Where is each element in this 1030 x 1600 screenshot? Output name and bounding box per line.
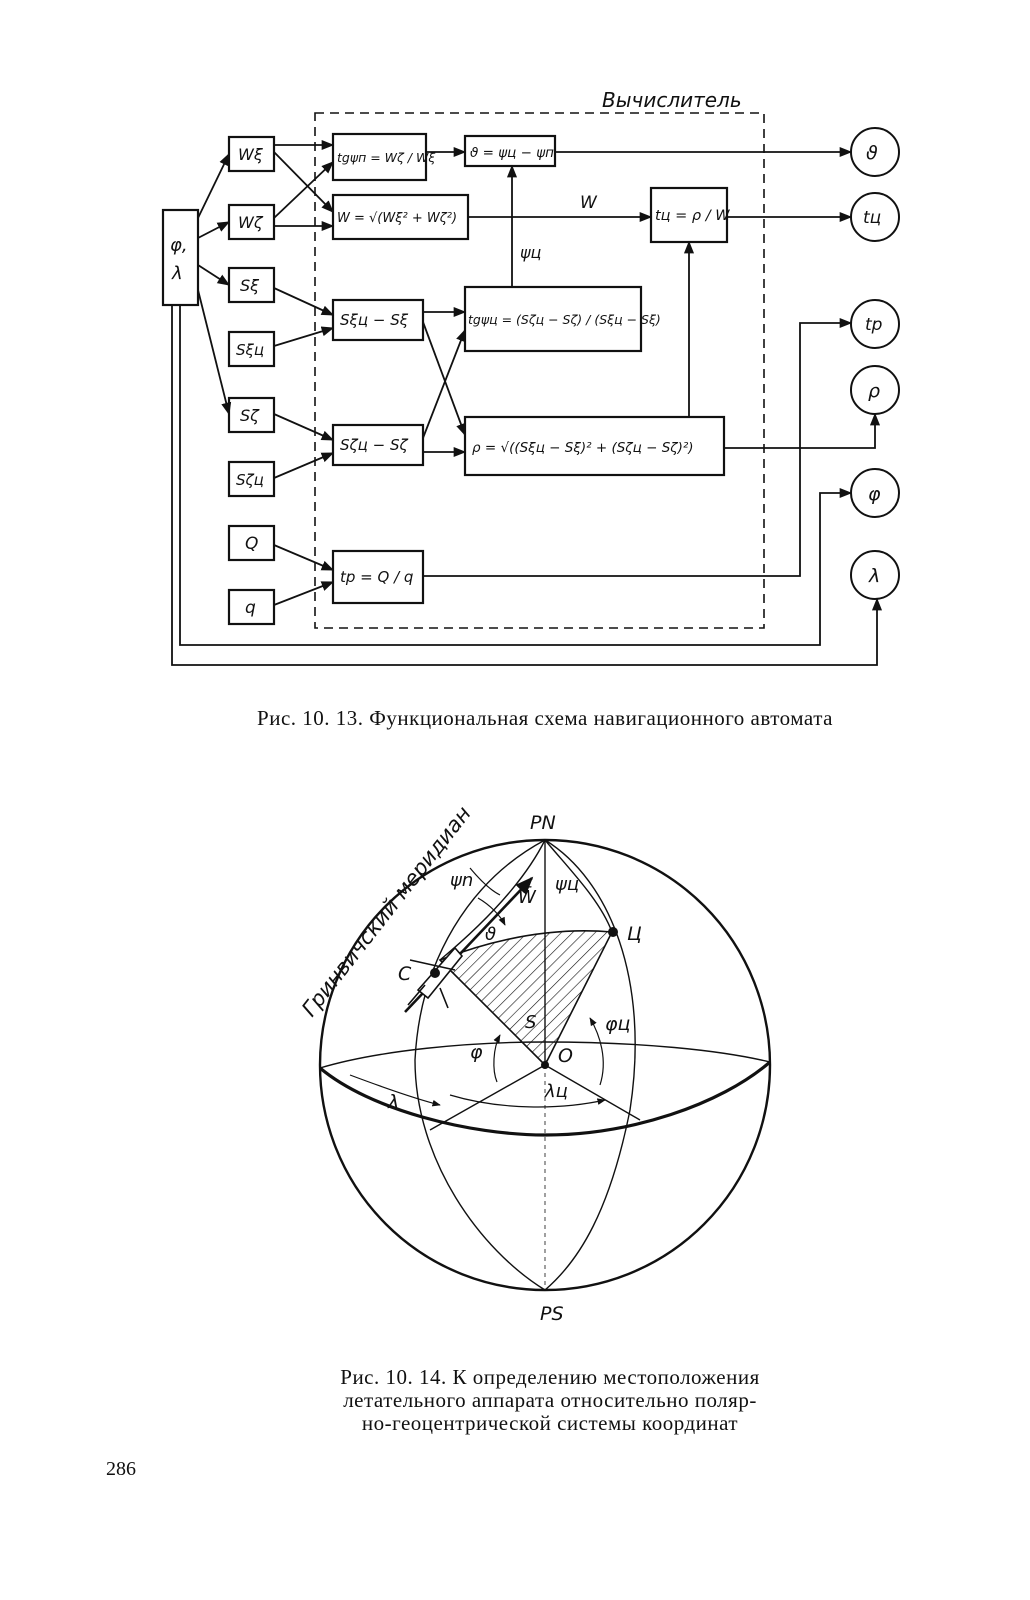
s-zeta-diff-block bbox=[331, 423, 425, 467]
tan-psi-c-formula: tgψц = (Sζц − Sζ) / (Sξц − Sξ) bbox=[468, 312, 661, 327]
sensor-q-big-label: Q bbox=[245, 534, 258, 554]
latlon-lambda-label: λ bbox=[171, 263, 183, 284]
sensor-w-xi-label: Wξ bbox=[238, 145, 264, 164]
computer-label: Вычислитель bbox=[602, 88, 742, 112]
figure-14-caption-line-1: Рис. 10. 14. К определению местоположени… bbox=[340, 1365, 760, 1389]
diagram-labels: Вычислитель φ, λ Wξ Wζ Sξ Sξц Sζ Sζц Q q… bbox=[170, 88, 883, 618]
equator-front bbox=[318, 1060, 772, 1137]
output-t-r-label: tр bbox=[865, 315, 883, 335]
output-theta-label: ϑ bbox=[866, 142, 878, 164]
theta-formula: ϑ = ψц − ψп bbox=[470, 145, 554, 161]
point-c-label: C bbox=[398, 963, 412, 985]
output-phi-label: φ bbox=[868, 483, 881, 505]
rho-formula: ρ = √((Sξц − Sξ)² + (Sζц − Sζ)²) bbox=[472, 440, 694, 456]
sensor-s-xi-label: Sξ bbox=[240, 276, 260, 295]
w-formula: W = √(Wξ² + Wζ²) bbox=[337, 211, 457, 226]
figure-14-caption-line-3: но-геоцентрической системы координат bbox=[361, 1411, 739, 1435]
sensor-q-small-block bbox=[227, 588, 276, 626]
point-ts-label: Ц bbox=[627, 923, 642, 945]
t-r-formula: tр = Q / q bbox=[340, 568, 413, 586]
tan-psi-n-formula: tgψп = Wζ / Wξ bbox=[337, 150, 436, 165]
psi-c-label: ψц bbox=[555, 874, 579, 895]
meridian-right bbox=[544, 839, 636, 1291]
figure-13-caption: Рис. 10. 13. Функциональная схема навига… bbox=[257, 706, 833, 730]
theta-label: ϑ bbox=[485, 924, 496, 945]
latlon-input-block bbox=[161, 208, 200, 307]
figure-14-caption-line-2: летательного аппарата относительно поляр… bbox=[343, 1388, 757, 1412]
functional-diagram bbox=[161, 112, 900, 666]
phi-label: φ bbox=[470, 1041, 483, 1063]
tan-psi-n-block bbox=[331, 132, 428, 182]
psi-n-label: ψn bbox=[450, 870, 473, 891]
computer-boundary bbox=[314, 112, 765, 629]
rho-block bbox=[463, 415, 726, 477]
output-lambda-label: λ bbox=[868, 565, 880, 587]
output-t-c-label: tц bbox=[863, 208, 881, 228]
wire-psi-label: ψц bbox=[520, 243, 542, 262]
greenwich-meridian-label: Гринвичский меридиан bbox=[297, 802, 476, 1021]
t-c-formula: tц = ρ / W bbox=[655, 208, 730, 224]
latlon-phi-label: φ, bbox=[170, 235, 188, 256]
sensor-s-zeta-label: Sζ bbox=[240, 406, 260, 425]
center-o-label: O bbox=[558, 1045, 573, 1067]
sensor-s-xi-c-block bbox=[227, 330, 276, 368]
pole-south-label: PS bbox=[540, 1303, 564, 1325]
page-number: 286 bbox=[106, 1458, 136, 1480]
point-ts-dot bbox=[608, 927, 618, 937]
sphere-labels: PN PS Гринвичский меридиан C Ц O W̄ ψn ψ… bbox=[297, 802, 642, 1325]
output-rho-label: ρ bbox=[868, 380, 880, 402]
sensor-q-small-label: q bbox=[245, 598, 256, 618]
s-zeta-diff-formula: Sζц − Sζ bbox=[340, 436, 409, 454]
s-xi-diff-formula: Sξц − Sξ bbox=[340, 311, 409, 329]
sensor-s-zeta-c-label: Sζц bbox=[236, 471, 264, 489]
sensor-q-big-block bbox=[227, 524, 276, 562]
wire-w-label: W bbox=[580, 193, 598, 213]
meridian-greenwich bbox=[414, 839, 546, 1291]
s-xi-diff-block bbox=[331, 298, 425, 342]
distance-s-label: S bbox=[525, 1012, 536, 1033]
point-c-dot bbox=[430, 968, 440, 978]
figure-14-caption: Рис. 10. 14. К определению местоположени… bbox=[270, 1366, 830, 1435]
phi-c-label: φц bbox=[605, 1013, 630, 1035]
lambda-label: λ bbox=[387, 1091, 399, 1113]
lambda-c-label: λц bbox=[544, 1081, 568, 1102]
sensor-w-zeta-label: Wζ bbox=[238, 213, 264, 232]
tan-psi-c-block bbox=[463, 285, 643, 353]
center-o-dot bbox=[541, 1061, 549, 1069]
t-r-block bbox=[331, 549, 425, 605]
sensor-s-zeta-c-block bbox=[227, 460, 276, 498]
sensor-s-xi-c-label: Sξц bbox=[236, 341, 264, 359]
velocity-w-label: W̄ bbox=[518, 886, 537, 908]
pole-north-label: PN bbox=[530, 812, 556, 834]
